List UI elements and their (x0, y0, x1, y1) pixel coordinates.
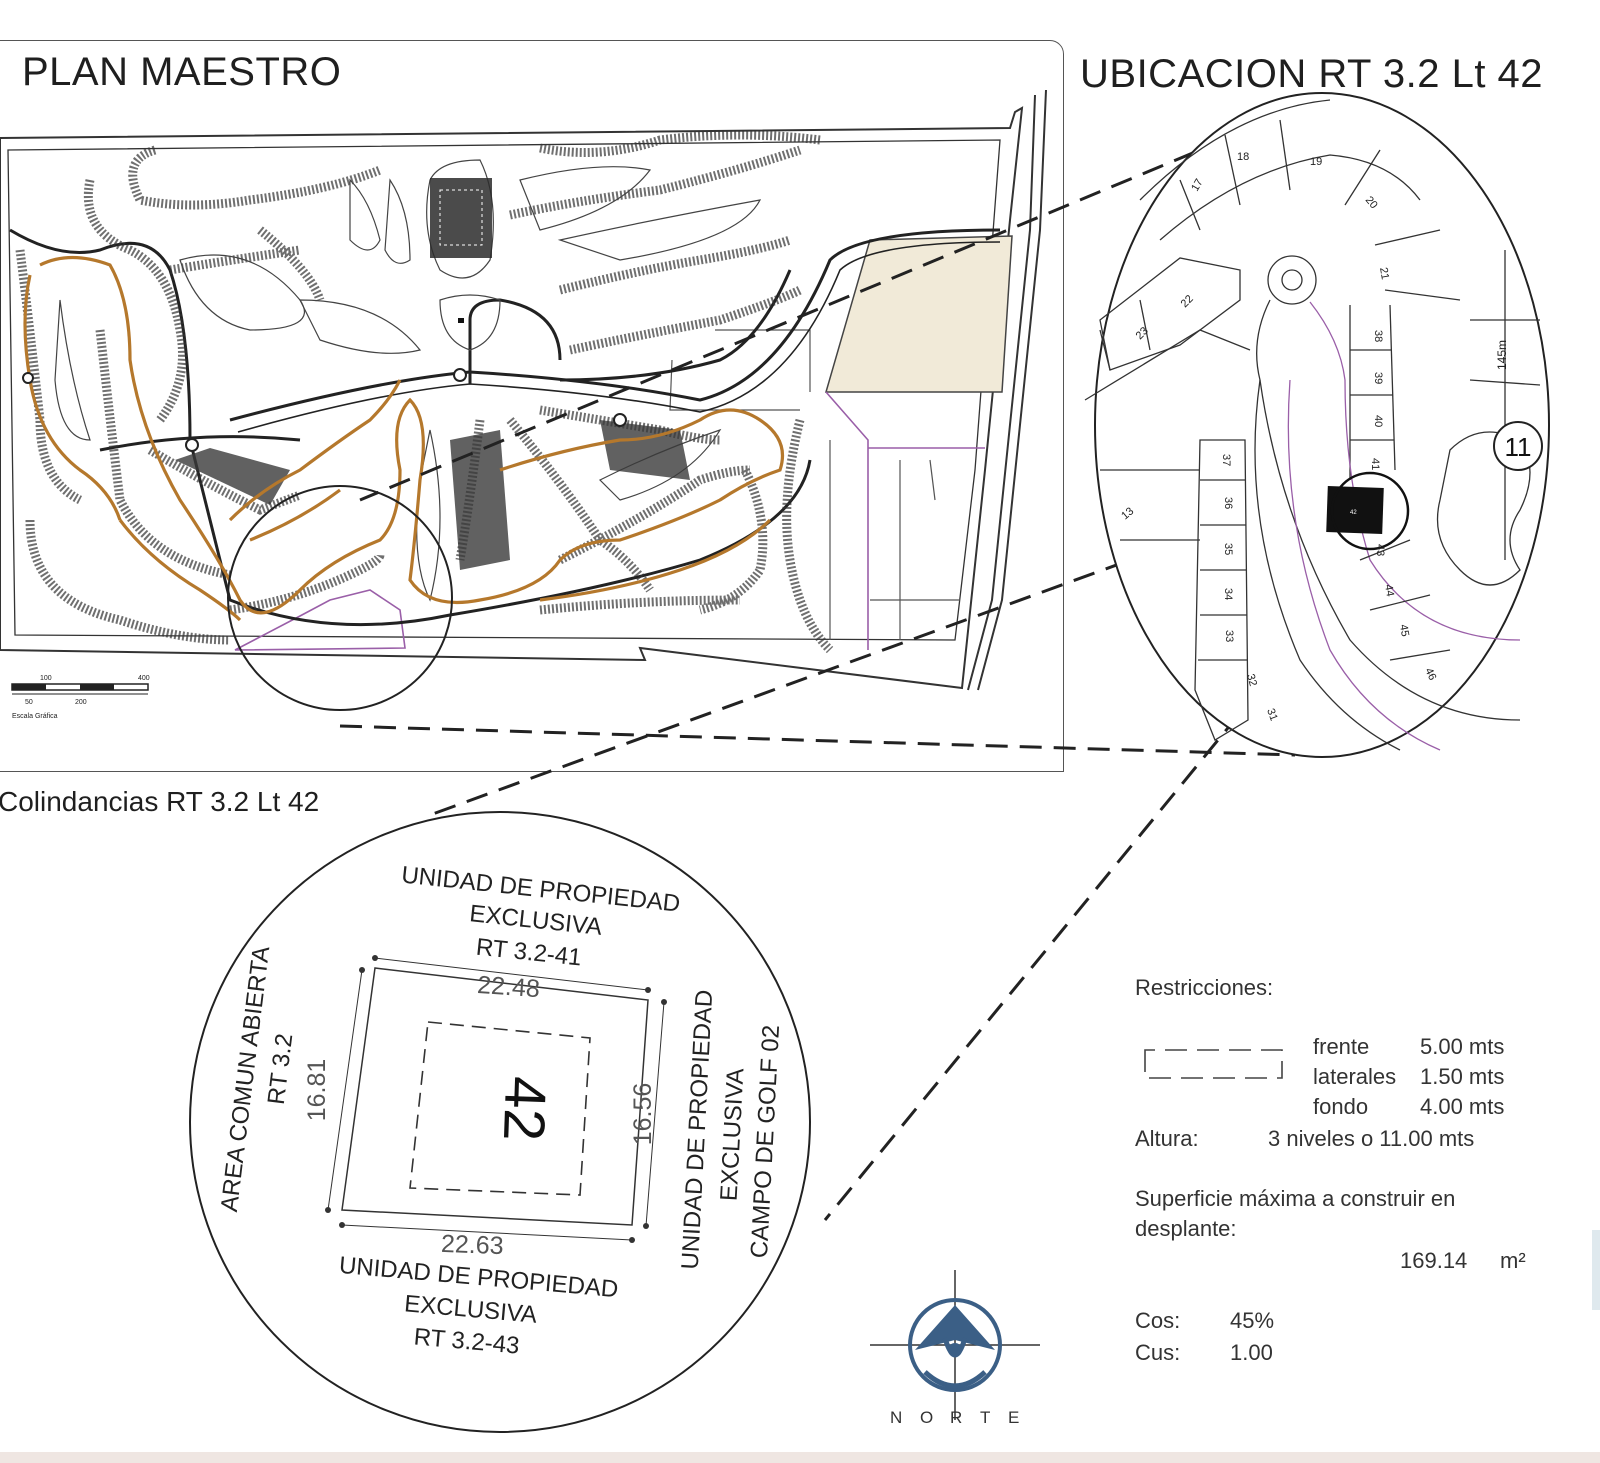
cos-value: 45% (1230, 1308, 1275, 1333)
lot-rows (15, 130, 834, 654)
scale-tick: 400 (138, 675, 150, 682)
surface-unit: m² (1500, 1248, 1526, 1273)
bottom-band (0, 1452, 1600, 1463)
main-roads (9, 228, 1001, 627)
restriction-fondo-label: fondo (1313, 1094, 1369, 1119)
lot-number: 36 (1222, 497, 1234, 509)
lot-number: 44 (1382, 583, 1396, 597)
surface-line2: desplante: (1135, 1216, 1237, 1241)
lot-number: 31 (1264, 707, 1279, 723)
golf-outline (23, 255, 785, 622)
restriction-fondo-value: 4.00 mts (1420, 1094, 1505, 1119)
restriction-laterales-value: 1.50 mts (1420, 1064, 1505, 1089)
scale-label: Escala Gráfica (12, 713, 58, 720)
cos-label: Cos: (1135, 1308, 1181, 1333)
location-ellipse (1094, 92, 1550, 758)
scale-bar: 100 400 50 200 Escala Gráfica (11, 675, 150, 720)
boundary-dim-dots (325, 955, 667, 1243)
scale-tick: 200 (75, 699, 87, 706)
right-parcels (669, 329, 960, 640)
compass-letters: N O R T E (890, 1408, 1021, 1427)
dim-top: 22.48 (476, 971, 540, 1003)
setback-legend-symbol (1144, 1049, 1283, 1079)
right-road (967, 89, 1047, 691)
dim-bottom: 22.63 (441, 1230, 505, 1260)
restriction-frente-label: frente (1313, 1034, 1370, 1059)
boundaries-title: Colindancias RT 3.2 Lt 42 (0, 786, 320, 817)
compass-letter: R (950, 1408, 964, 1427)
lot-number: 37 (1220, 454, 1232, 466)
zoom-circle (227, 485, 453, 711)
boundary-lot (327, 957, 665, 1241)
lot-number: 46 (1422, 666, 1438, 682)
compass-letter: O (920, 1408, 935, 1427)
restrictions-heading: Restricciones: (1135, 975, 1274, 1000)
boundary-circle (189, 811, 811, 1433)
scale-tick: 50 (25, 699, 33, 706)
lot-number: 21 (1377, 266, 1391, 280)
lot-number: 38 (1372, 330, 1384, 342)
lot-number: 41 (1369, 458, 1381, 470)
compass-letter: N (890, 1408, 904, 1427)
north-compass (870, 1270, 1040, 1420)
lot-number: 32 (1244, 673, 1259, 688)
edge-sliver (1592, 1230, 1600, 1310)
lot-number: 43 (1374, 544, 1386, 556)
site-boundary (0, 106, 1024, 690)
lot-number: 34 (1222, 588, 1234, 600)
selected-lot-ring (1330, 471, 1410, 551)
dim-right: 16.56 (629, 1083, 657, 1146)
height-label: Altura: (1135, 1126, 1199, 1151)
lot-number: 33 (1223, 630, 1235, 642)
lot-block (175, 420, 690, 570)
selected-lot (1326, 486, 1384, 534)
scale-tick: 100 (40, 675, 52, 682)
lot-number: 17 (1189, 177, 1206, 194)
compass-letter: E (1008, 1408, 1021, 1427)
marker-11 (1493, 421, 1543, 471)
location-title: UBICACION RT 3.2 Lt 42 (1080, 52, 1544, 96)
beige-parcel (825, 235, 1013, 393)
purple-boundaries (234, 391, 985, 651)
restriction-frente-value: 5.00 mts (1420, 1034, 1505, 1059)
master-plan-title: PLAN MAESTRO (22, 50, 342, 94)
lot-number-large: 42 (491, 1075, 558, 1142)
roundabouts (22, 368, 627, 452)
lot-number: 40 (1372, 415, 1384, 427)
lot-number: 19 (1310, 156, 1322, 168)
lot-number: 39 (1372, 372, 1384, 384)
height-value: 3 niveles o 11.00 mts (1268, 1126, 1475, 1151)
distance-label: 145m (1495, 340, 1509, 370)
lot-number: 45 (1397, 623, 1411, 637)
location-lot-numbers: 18 19 20 21 17 22 23 38 39 40 41 37 36 3… (1119, 151, 1438, 723)
surface-value: 169.14 (1400, 1248, 1468, 1273)
cus-label: Cus: (1135, 1340, 1181, 1365)
restriction-laterales-label: laterales (1313, 1064, 1397, 1089)
compass-letter: T (980, 1408, 992, 1427)
cus-value: 1.00 (1230, 1340, 1273, 1365)
marker-label: 11 (1505, 432, 1532, 462)
lot-number: 42 (1350, 510, 1357, 516)
surface-line1: Superficie máxima a construir en (1135, 1186, 1456, 1211)
dim-left: 16.81 (303, 1059, 331, 1122)
master-plan-frame (0, 40, 1064, 772)
lot-number: 35 (1222, 543, 1234, 555)
lot-number: 18 (1237, 151, 1249, 163)
